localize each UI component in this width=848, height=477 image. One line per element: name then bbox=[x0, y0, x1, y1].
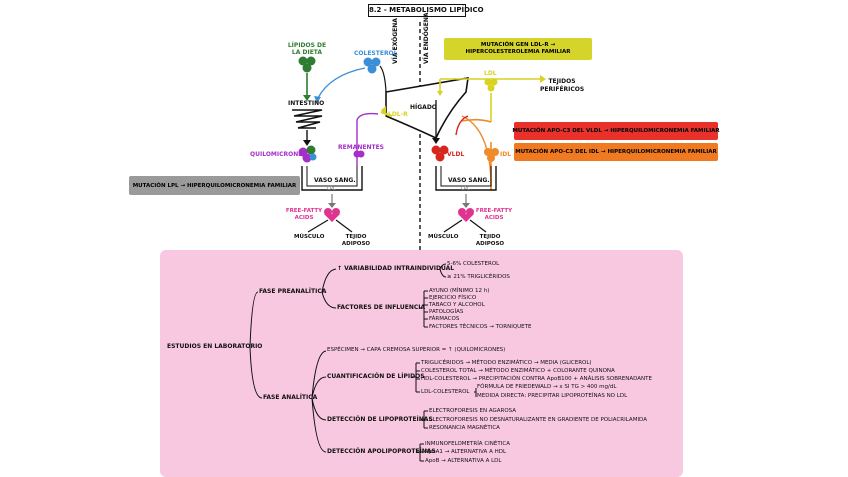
page-title: 8.2 - METABOLISMO LIPÍDICO bbox=[368, 4, 484, 17]
deteccion-lipoproteinas: DETECCIÓN DE LIPOPROTEÍNAS bbox=[327, 416, 433, 423]
ldl-label: LDL bbox=[484, 70, 497, 77]
adiposo-left-label: TEJIDO ADIPOSO bbox=[341, 234, 371, 247]
adiposo-right-label: TEJIDO ADIPOSO bbox=[475, 234, 505, 247]
intestino-label: INTESTINO bbox=[288, 100, 325, 107]
colesterol-label: COLESTEROL bbox=[354, 50, 398, 57]
apo-vldl-mutation-box: MUTACIÓN APO-C3 DEL VLDL → HIPERQUILOMIC… bbox=[512, 122, 720, 140]
variabilidad: ↑ VARIABILIDAD INTRAINDIVIDUAL bbox=[337, 265, 455, 272]
tree-root: ESTUDIOS EN LABORATORIO bbox=[167, 343, 263, 350]
cuant-item-2: HDL-COLESTEROL → PRECIPITACIÓN CONTRA Ap… bbox=[421, 376, 652, 382]
musculo-right-label: MÚSCULO bbox=[428, 234, 459, 240]
fase-analitica: FASE ANALÍTICA bbox=[263, 394, 318, 401]
fac-item-5: FACTORES TÉCNICOS → TORNIQUETE bbox=[429, 324, 532, 330]
cuant-item-1: COLESTEROL TOTAL → MÉTODO ENZIMÁTICO + C… bbox=[421, 368, 615, 374]
fase-preanalitica: FASE PREANALÍTICA bbox=[259, 288, 327, 295]
especimen: ESPÉCIMEN → CAPA CREMOSA SUPERIOR = ↑ (Q… bbox=[327, 347, 506, 353]
quilomicrones-label: QUILOMICRONES bbox=[250, 151, 307, 158]
lipo-item-0: ELECTROFORESIS EN AGAROSA bbox=[429, 408, 517, 414]
fac-item-4: FÁRMACOS bbox=[429, 316, 460, 322]
var-item-1: ≥ 21% TRIGLICÉRIDOS bbox=[447, 274, 510, 280]
ldl-r-label: LDL-R bbox=[388, 111, 408, 118]
cholesterol-icon bbox=[363, 57, 381, 74]
fac-item-2: TABACO Y ALCOHOL bbox=[429, 302, 485, 308]
lpl-mutation-box: MUTACIÓN LPL → HIPERQUILOMICRONEMIA FAMI… bbox=[129, 176, 300, 195]
via-endogena-label: VÍA ENDÓGENA bbox=[423, 12, 430, 65]
lpl-left-label: LPL bbox=[327, 186, 336, 192]
dietary-lipids-icon bbox=[298, 56, 316, 73]
apo-item-1: ApoA1 → ALTERNATIVA A HDL bbox=[425, 449, 507, 455]
musculo-left-label: MÚSCULO bbox=[294, 234, 325, 240]
vldl-icon bbox=[431, 145, 449, 162]
apo-item-2: ApoB → ALTERNATIVA A LDL bbox=[425, 458, 502, 464]
ffa-right-icon bbox=[458, 208, 474, 222]
remnant-icon bbox=[353, 150, 365, 158]
study-panel bbox=[160, 250, 683, 477]
lipidos-dieta-label: LÍPIDOS DE LA DIETA bbox=[287, 42, 327, 56]
lpl-right-label: LPL bbox=[461, 186, 470, 192]
fac-item-0: AYUNO (MÍNIMO 12 h) bbox=[429, 288, 490, 294]
via-exogena-label: VÍA EXÓGENA bbox=[392, 18, 399, 64]
var-item-0: 5-6% COLESTEROL bbox=[447, 261, 500, 267]
higado-label: HÍGADO bbox=[410, 104, 437, 111]
cuant-item-0: TRIGLICÉRIDOS → MÉTODO ENZIMÁTICO → MEDI… bbox=[421, 360, 592, 366]
vessel-left bbox=[301, 166, 363, 191]
cuant-item-5: MEDIDA DIRECTA: PRECIPITAR LIPOPROTEÍNAS… bbox=[477, 393, 628, 399]
vaso-right-label: VASO SANG. bbox=[448, 177, 490, 184]
tejidos-perifericos-label: TEJIDOS PERIFÉRICOS bbox=[540, 78, 585, 93]
intestine-icon bbox=[292, 109, 323, 129]
chylomicron-icon bbox=[298, 145, 317, 163]
ffa-left-label: FREE-FATTY ACIDS bbox=[285, 208, 323, 221]
deteccion-apolipoproteinas: DETECCIÓN APOLIPOPROTEÍNAS bbox=[327, 448, 436, 455]
fac-item-3: PATOLOGÍAS bbox=[429, 309, 464, 315]
ldl-icon bbox=[484, 78, 498, 92]
fac-item-1: EJERCICIO FÍSICO bbox=[429, 295, 477, 301]
remanentes-label: REMANENTES bbox=[338, 144, 384, 151]
vessel-right bbox=[435, 166, 497, 191]
idl-label: IDL bbox=[500, 151, 512, 158]
idl-icon bbox=[484, 148, 499, 162]
vldl-label: VLDL bbox=[447, 151, 465, 158]
vaso-left-label: VASO SANG. bbox=[314, 177, 356, 184]
apo-idl-mutation-box: MUTACIÓN APO-C3 DEL IDL → HIPERQUILOMICR… bbox=[514, 143, 718, 161]
ldlr-mutation-box: MUTACIÓN GEN LDL-R → HIPERCOLESTEROLEMIA… bbox=[444, 38, 592, 60]
lipo-item-2: RESONANCIA MAGNÉTICA bbox=[429, 425, 500, 431]
lipo-item-1: ELECTROFORESIS NO DESNATURALIZANTE EN GR… bbox=[429, 417, 647, 423]
cuantificacion-lipidos: CUANTIFICACIÓN DE LÍPIDOS bbox=[327, 373, 425, 380]
cuant-item-4: FÓRMULA DE FRIEDEWALD → x SI TG > 400 mg… bbox=[477, 384, 617, 390]
apo-item-0: INMUNOFELOMETRÍA CINÉTICA bbox=[425, 441, 510, 447]
factores-influencia: FACTORES DE INFLUENCIA bbox=[337, 304, 426, 311]
cuant-item-3: LDL-COLESTEROL bbox=[421, 389, 470, 395]
ffa-left-icon bbox=[324, 208, 340, 222]
ffa-right-label: FREE-FATTY ACIDS bbox=[475, 208, 513, 221]
